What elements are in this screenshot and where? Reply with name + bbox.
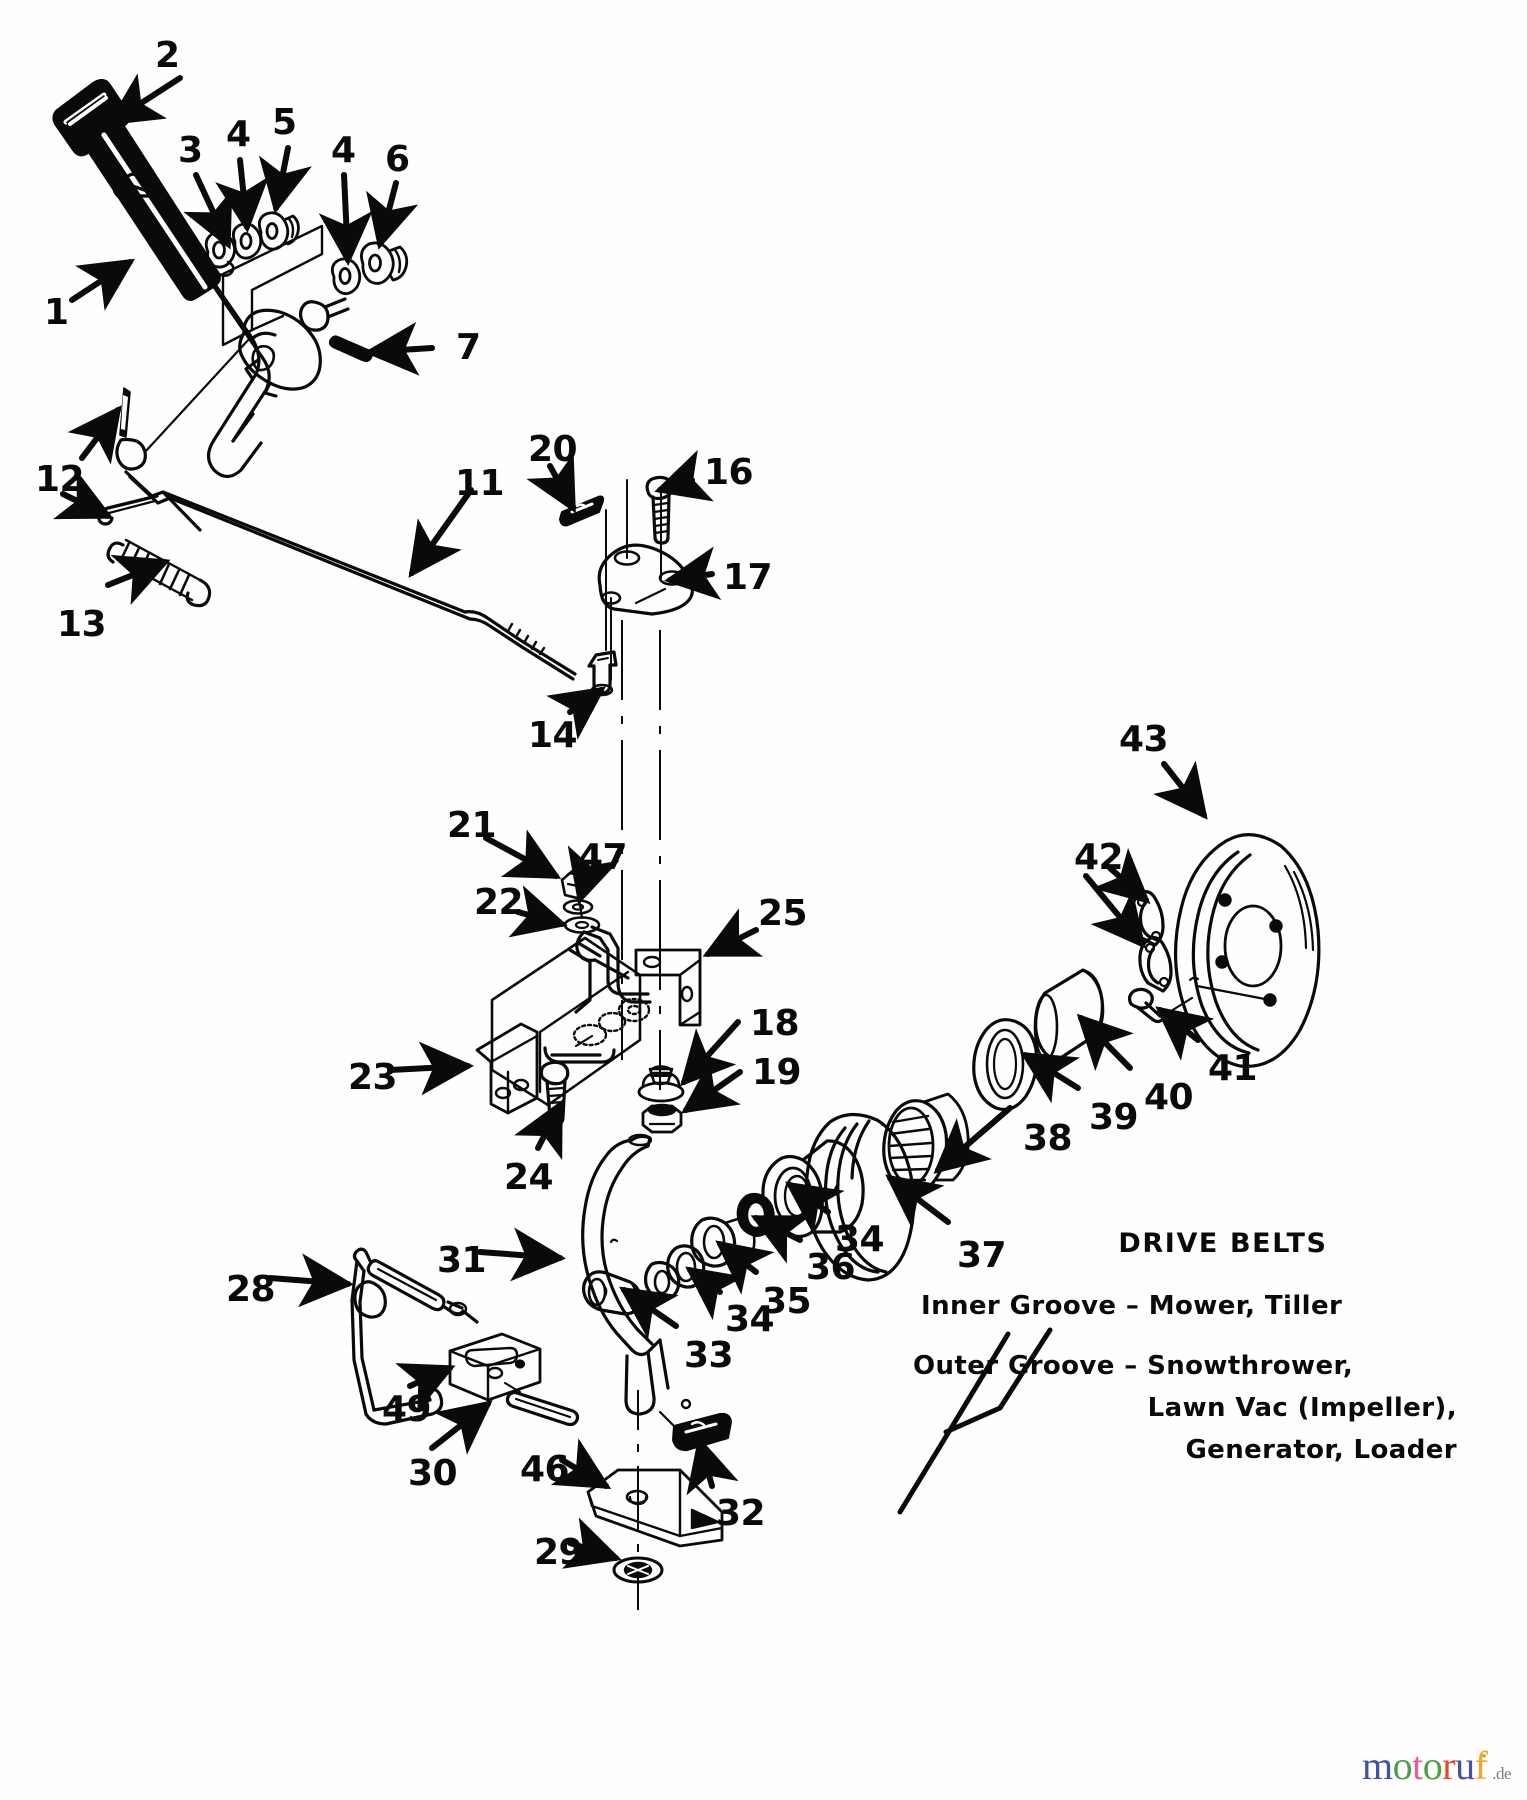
logo-letter-t: t [1412, 1743, 1423, 1788]
callout-33: 33 [684, 1335, 734, 1376]
logo-letter-o2: o [1422, 1743, 1443, 1788]
motoruf-watermark-logo: motoruf• .de [1362, 1746, 1511, 1786]
callout-3: 3 [178, 130, 203, 171]
callout-13: 13 [57, 604, 107, 645]
callout-35: 35 [762, 1281, 812, 1322]
callout-2: 2 [155, 35, 180, 76]
callout-32: 32 [716, 1493, 766, 1534]
logo-letter-f: f [1474, 1743, 1488, 1788]
part-38-needle-bearing [882, 1092, 970, 1195]
part-39-bearing-race [972, 1018, 1039, 1112]
callout-39: 39 [1089, 1097, 1139, 1138]
drive-belts-generator: Generator, Loader [1185, 1435, 1457, 1465]
bellcrank-assembly [238, 297, 373, 398]
callout-41: 41 [1208, 1048, 1258, 1089]
leader-lines [53, 73, 1215, 1569]
callout-34b: 34 [725, 1299, 775, 1340]
logo-letter-o1: o [1392, 1743, 1413, 1788]
callout-34a: 34 [835, 1219, 885, 1260]
drive-belts-title: DRIVE BELTS [1118, 1228, 1328, 1259]
callout-47: 47 [578, 837, 628, 878]
drive-belts-outer-groove: Outer Groove – Snowthrower, [913, 1351, 1354, 1381]
callout-23: 23 [348, 1057, 398, 1098]
callout-11: 11 [455, 463, 505, 504]
callout-43: 43 [1119, 719, 1169, 760]
part-11-rod [115, 336, 577, 681]
callout-38: 38 [1023, 1118, 1073, 1159]
parts-23-25-brackets [475, 925, 702, 1115]
part-32-retainer-clip [658, 1410, 732, 1452]
callout-31: 31 [437, 1240, 487, 1281]
pointer-lines [897, 1327, 1053, 1515]
part-12-cotter-pins [97, 387, 159, 526]
part-43-pulley [1173, 833, 1321, 1068]
callout-46: 46 [520, 1449, 570, 1490]
drive-belts-legend: DRIVE BELTS Inner Groove – Mower, Tiller… [905, 1228, 1515, 1465]
logo-dot-accent: • [1481, 1749, 1487, 1765]
callout-28: 28 [226, 1269, 276, 1310]
part-31-idler-arm [581, 1133, 692, 1416]
logo-letter-m: m [1362, 1743, 1393, 1788]
drive-belts-lawn-vac: Lawn Vac (Impeller), [1147, 1393, 1457, 1423]
part-13-extension-spring [106, 538, 212, 608]
parts-18-19-spacer-nut [637, 1065, 685, 1134]
callout-24: 24 [504, 1157, 554, 1198]
callout-21: 21 [447, 805, 497, 846]
callout-12: 12 [35, 459, 85, 500]
callout-7: 7 [456, 327, 481, 368]
callout-17: 17 [723, 557, 773, 598]
callout-37: 37 [957, 1235, 1007, 1276]
callout-25: 25 [758, 893, 808, 934]
callout-30: 30 [408, 1453, 458, 1494]
part-2-handle-grip [52, 79, 221, 301]
drive-belts-inner-groove: Inner Groove – Mower, Tiller [921, 1291, 1343, 1321]
logo-letter-r: r [1442, 1743, 1456, 1788]
callout-4a: 4 [226, 114, 251, 155]
callout-4b: 4 [331, 130, 356, 171]
part-29-push-nut [612, 1556, 664, 1584]
callout-22: 22 [474, 882, 524, 923]
part-46-support-plate [586, 1468, 724, 1548]
callout-36: 36 [806, 1247, 856, 1288]
callout-19: 19 [752, 1052, 802, 1093]
assembly-centerline [621, 620, 661, 1610]
callout-42: 42 [1074, 837, 1124, 878]
callout-6: 6 [385, 139, 410, 180]
callout-29: 29 [534, 1532, 584, 1573]
part-30-roll-pin [504, 1382, 580, 1427]
callout-20: 20 [528, 429, 578, 470]
part-49-clamp-block [448, 1332, 542, 1402]
callout-1: 1 [44, 292, 69, 333]
callout-5: 5 [272, 102, 297, 143]
callout-18: 18 [750, 1003, 800, 1044]
callout-49: 49 [382, 1389, 432, 1430]
callout-16: 16 [704, 452, 754, 493]
logo-suffix-de: .de [1492, 1764, 1511, 1783]
part-40-spacer-sleeve [1033, 968, 1105, 1063]
callout-40: 40 [1144, 1077, 1194, 1118]
callout-14: 14 [528, 715, 578, 756]
logo-letter-u: u [1455, 1743, 1475, 1788]
